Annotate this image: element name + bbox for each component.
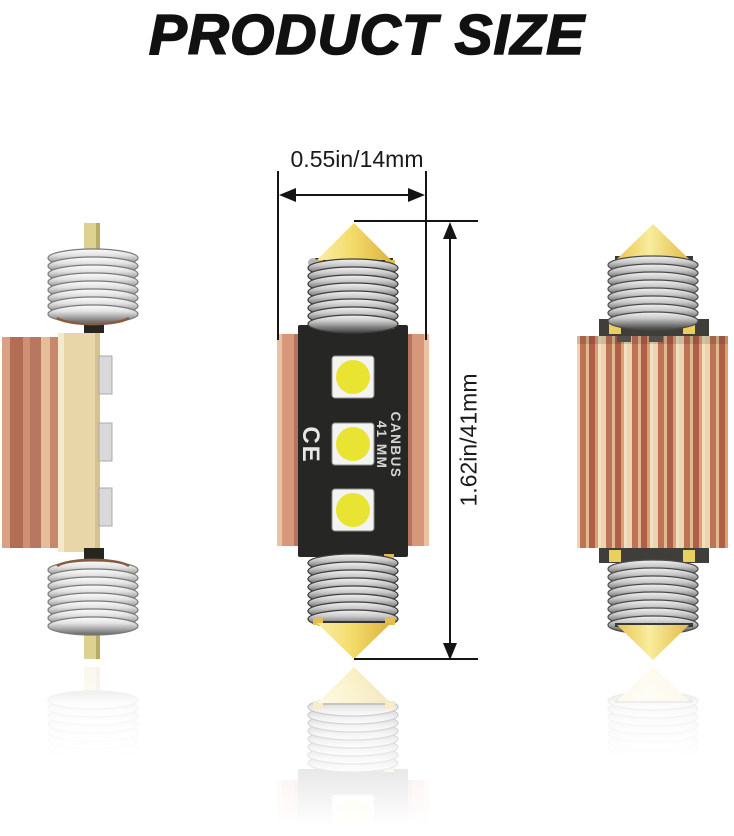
svg-text:CANBUS: CANBUS [388, 412, 403, 479]
height-extension-line-bottom [354, 658, 478, 660]
spring-coil-top [47, 248, 139, 324]
reflection-right-bulb [575, 664, 730, 836]
reflection-left-bulb [0, 664, 140, 836]
page-title: PRODUCT SIZE [148, 3, 586, 67]
pcb-board-edge [58, 333, 100, 552]
width-extension-line-left [277, 171, 279, 340]
led-chip-3 [331, 488, 375, 532]
height-dimension-label: 1.62in/41mm [455, 373, 482, 507]
arrowhead-down-icon [443, 643, 457, 660]
base-cap-bottom [599, 548, 709, 563]
height-dimension-arrow [442, 222, 458, 660]
reflection-fade [575, 664, 730, 836]
cone-tip-bottom [617, 625, 689, 660]
width-dimension-label: 0.55in/14mm [290, 146, 424, 172]
heatsink-fins-side [2, 337, 60, 548]
cone-tip-top [317, 223, 391, 260]
contact-tab-top [84, 223, 100, 254]
reflection-fade [277, 664, 429, 836]
cone-tip-top [617, 224, 689, 259]
cone-gold-tab [385, 617, 395, 625]
width-dimension-arrow [279, 188, 425, 202]
arrowhead-left-icon [279, 188, 296, 202]
svg-text:41 MM: 41 MM [374, 421, 389, 470]
end-cap-bottom [84, 548, 104, 562]
spring-coil-top [307, 258, 399, 334]
led-chip-2 [331, 422, 375, 466]
arrow-shaft [449, 234, 451, 648]
led-side-tabs [98, 355, 113, 527]
height-extension-line-top [354, 220, 478, 222]
bulb-back-view [577, 224, 728, 660]
led-chip-1 [331, 355, 375, 399]
cone-tip-bottom [317, 623, 391, 659]
heatsink-fins-back [577, 336, 728, 548]
coil-copper-edge [56, 316, 130, 326]
spring-coil-bottom [47, 560, 139, 636]
contact-tab-bottom [84, 628, 100, 659]
arrow-shaft [291, 194, 413, 196]
spring-coil-bottom [307, 553, 399, 629]
spring-coil-top [607, 255, 699, 331]
reflection-fade [0, 664, 140, 836]
arrowhead-right-icon [408, 188, 425, 202]
coil-copper-edge [56, 558, 130, 568]
cone-gold-tab [313, 617, 323, 625]
bulb-side-view [2, 223, 139, 659]
canbus-text: CANBUS 41 MM [374, 412, 403, 479]
reflection-middle-bulb [277, 664, 429, 836]
ce-mark-text: CE [297, 426, 324, 463]
arrowhead-up-icon [443, 222, 457, 239]
width-extension-line-right [425, 171, 427, 340]
heatsink-fins-front [277, 334, 429, 546]
bulb-front-view: CE CANBUS 41 MM [277, 223, 429, 659]
spring-coil-bottom [607, 559, 699, 635]
